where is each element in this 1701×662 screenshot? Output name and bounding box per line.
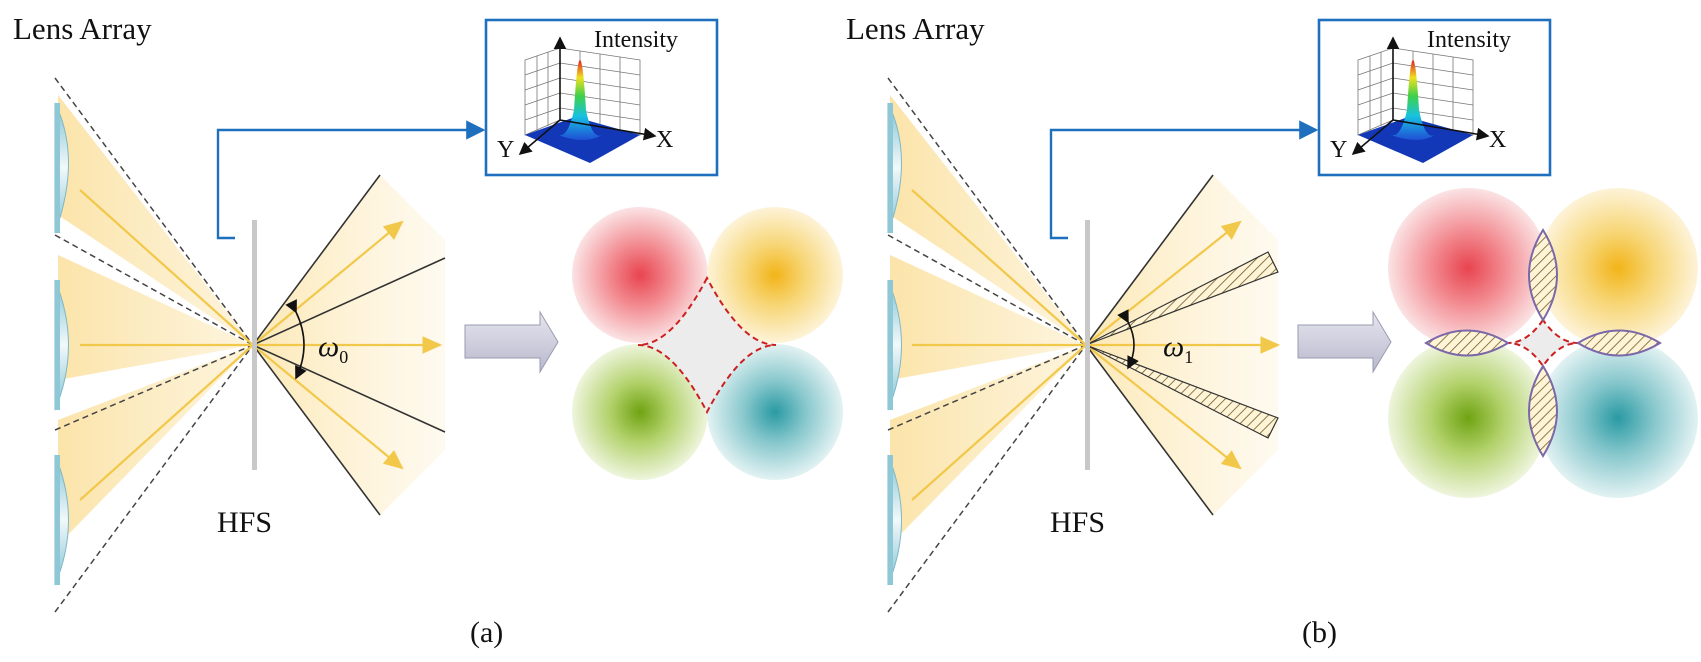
hfs-screen bbox=[1085, 220, 1090, 470]
dashed-boundaries bbox=[54, 77, 254, 613]
intensity-inset bbox=[484, 18, 719, 177]
panel-a bbox=[54, 18, 843, 613]
light-cone-middle bbox=[890, 255, 1086, 380]
angle-symbol: ω bbox=[318, 330, 340, 363]
spot-red bbox=[1388, 188, 1548, 348]
spot-yellow bbox=[707, 207, 843, 343]
spot-yellow bbox=[1538, 188, 1698, 348]
overlap-right bbox=[1576, 329, 1662, 357]
output-boundary-bottom bbox=[252, 344, 381, 516]
angle-symbol: ω bbox=[1163, 330, 1185, 363]
divergence-edge-upper bbox=[252, 257, 446, 346]
block-arrow bbox=[1297, 310, 1392, 374]
angle-arc bbox=[285, 299, 307, 380]
connector-arrow bbox=[216, 120, 486, 240]
gap-region bbox=[637, 275, 777, 415]
spot-pattern bbox=[572, 207, 843, 480]
panel-b-title: Lens Array bbox=[846, 11, 985, 46]
spot-red bbox=[572, 207, 708, 343]
lens-array bbox=[54, 102, 69, 586]
overlap-left bbox=[1424, 329, 1510, 357]
angle-subscript: 1 bbox=[1184, 347, 1194, 367]
spot-teal bbox=[1538, 338, 1698, 498]
light-cone-bottom bbox=[890, 345, 1086, 545]
panel-a-inset-title: Intensity bbox=[594, 27, 678, 53]
output-boundary-top bbox=[252, 174, 381, 346]
panel-b-inset-x-axis: X bbox=[1489, 127, 1507, 153]
lens-array bbox=[887, 102, 902, 586]
light-cone-top bbox=[890, 95, 1086, 345]
panel-a-angle-label: ω0 bbox=[318, 330, 349, 367]
angle-arc bbox=[1117, 309, 1139, 370]
panel-b-screen-label: HFS bbox=[1050, 506, 1106, 539]
panel-b-inset-y-axis: Y bbox=[1330, 137, 1348, 163]
output-boundary-top bbox=[1085, 174, 1214, 346]
gap-region bbox=[1507, 318, 1579, 368]
light-cone-top bbox=[58, 95, 253, 345]
hfs-screen bbox=[252, 220, 257, 470]
divergence-edge-lower bbox=[252, 344, 446, 433]
light-cone-bottom bbox=[58, 345, 253, 545]
panel-b bbox=[887, 18, 1698, 613]
rays bbox=[79, 189, 443, 501]
connector-arrow bbox=[1049, 120, 1319, 240]
panel-b-angle-label: ω1 bbox=[1163, 330, 1194, 367]
dashed-boundaries bbox=[887, 77, 1087, 613]
spot-green bbox=[1388, 338, 1548, 498]
panel-a-screen-label: HFS bbox=[217, 506, 273, 539]
overlap-top bbox=[1528, 228, 1558, 322]
panel-a-caption: (a) bbox=[470, 616, 504, 649]
spot-teal bbox=[707, 344, 843, 480]
output-boundary-bottom bbox=[1085, 344, 1214, 516]
rays bbox=[911, 189, 1281, 501]
overlap-bottom bbox=[1528, 364, 1558, 458]
spot-pattern bbox=[1388, 188, 1698, 498]
panel-b-inset-title: Intensity bbox=[1427, 27, 1511, 53]
light-cone-middle bbox=[58, 255, 253, 380]
angle-subscript: 0 bbox=[339, 347, 349, 367]
panel-a-inset-y-axis: Y bbox=[497, 137, 515, 163]
panel-a-title: Lens Array bbox=[13, 11, 152, 46]
block-arrow bbox=[464, 310, 559, 374]
intensity-inset bbox=[1317, 18, 1552, 177]
panel-a-inset-x-axis: X bbox=[656, 127, 674, 153]
spot-green bbox=[572, 344, 708, 480]
panel-b-caption: (b) bbox=[1302, 616, 1337, 649]
